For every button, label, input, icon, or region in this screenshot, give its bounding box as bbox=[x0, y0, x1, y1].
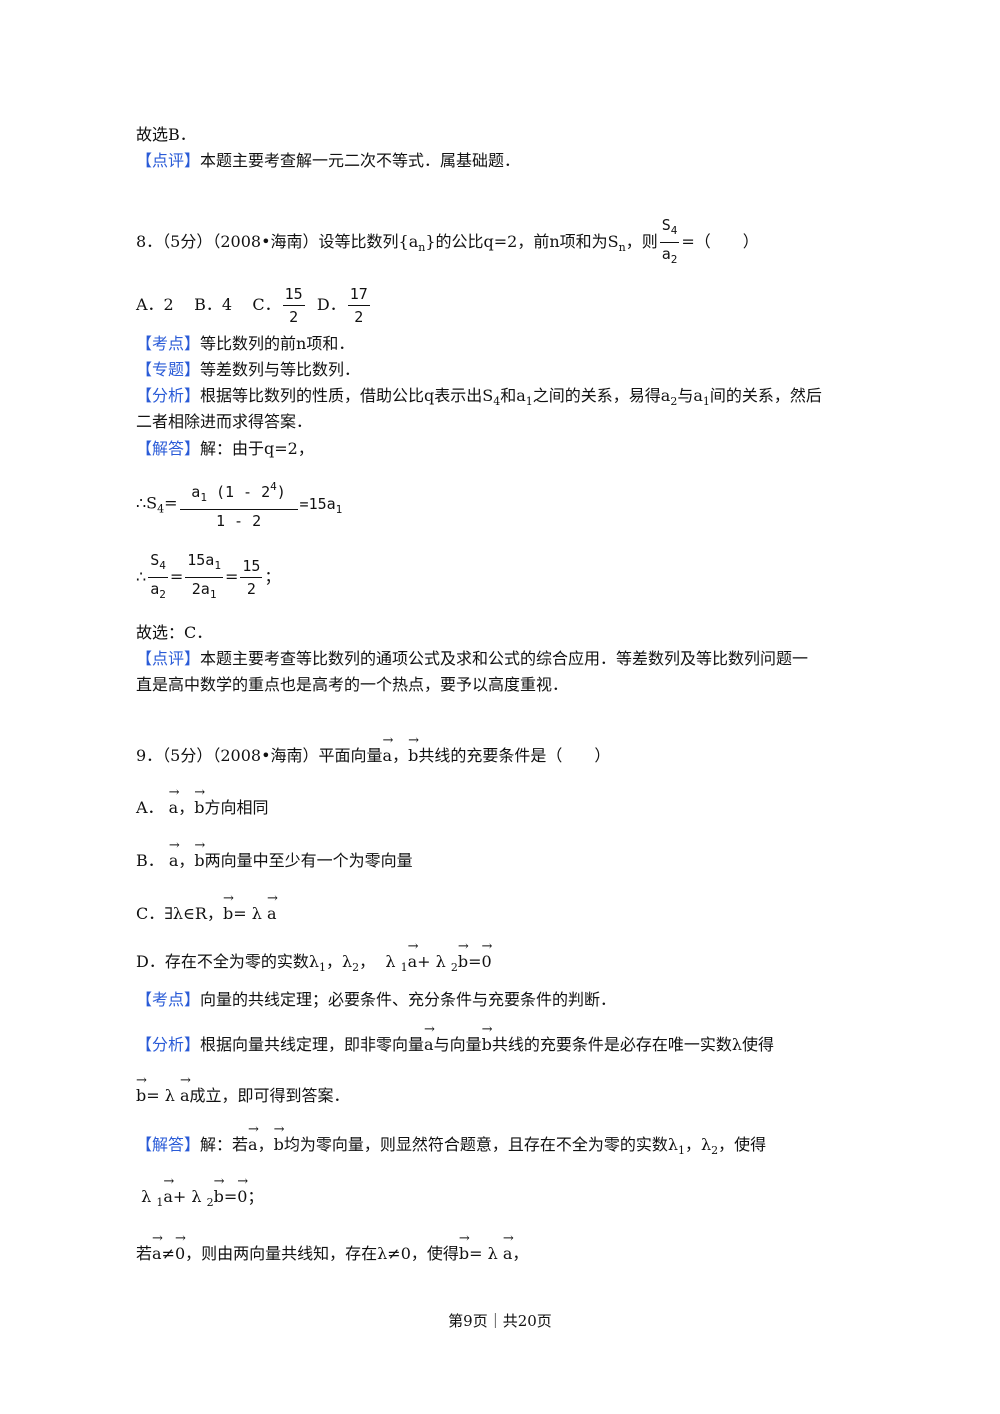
q9-option-d: D．存在不全为零的实数λ1，λ2， λ 1a+ λ 2b=0 bbox=[136, 940, 492, 979]
q8-review: 【点评】本题主要考查等比数列的通项公式及求和公式的综合应用．等差数列及等比数列问… bbox=[136, 649, 809, 668]
q8-fenxi-cont: 二者相除进而求得答案． bbox=[136, 412, 313, 431]
vector-a: a bbox=[383, 734, 393, 764]
q9-option-b: B． a，b两向量中至少有一个为零向量 bbox=[136, 839, 413, 872]
q8-review-cont: 直是高中数学的重点也是高考的一个热点，要予以高度重视． bbox=[136, 675, 569, 694]
q8-option-a: A．2 bbox=[136, 295, 174, 314]
q9-fenxi: 【分析】根据向量共线定理，即非零向量a与向量b共线的充要条件是必存在唯一实数λ使… bbox=[136, 1023, 774, 1056]
q9-jieda: 【解答】解：若a，b均为零向量，则显然符合题意，且存在不全为零的实数λ1，λ2，… bbox=[136, 1123, 766, 1162]
vector-b: b bbox=[408, 734, 419, 764]
review-tag: 【点评】 bbox=[136, 151, 201, 170]
q9-kaodian: 【考点】向量的共线定理；必要条件、充分条件与充要条件的判断． bbox=[136, 990, 617, 1009]
q8-stem: 8．（5分）（2008•海南）设等比数列{an}的公比q=2，前n项和为Sn，则… bbox=[136, 214, 759, 271]
q8-kaodian: 【考点】等比数列的前n项和． bbox=[136, 334, 355, 353]
q9-stem: 9．（5分）（2008•海南）平面向量a，b共线的充要条件是（ ） bbox=[136, 734, 610, 767]
q8-zhuanti: 【专题】等差数列与等比数列． bbox=[136, 360, 361, 379]
prev-review-line: 【点评】本题主要考查解一元二次不等式．属基础题． bbox=[136, 151, 521, 170]
q9-option-a: A． a，b方向相同 bbox=[136, 786, 268, 819]
q8-fenxi: 【分析】根据等比数列的性质，借助公比q表示出S4和a1之间的关系，易得a2与a1… bbox=[136, 386, 822, 408]
q9-jieda-cont: 若a≠0，则由两向量共线知，存在λ≠0，使得b= λ a， bbox=[136, 1232, 528, 1265]
q9-fenxi-cont: b= λ a成立，即可得到答案． bbox=[136, 1074, 350, 1107]
q8-option-b: B．4 bbox=[194, 295, 233, 314]
q9-jieda-eq: λ 1a+ λ 2b=0； bbox=[136, 1175, 263, 1214]
q9-option-c: C．∃λ∈R，b= λ a bbox=[136, 892, 277, 925]
page-footer: 第9页｜共20页 bbox=[448, 1312, 552, 1330]
q8-equation-1: ∴S4=a1 (1 - 24)1 - 2=15a1 bbox=[136, 480, 343, 530]
prev-answer-line: 故选B． bbox=[136, 125, 196, 144]
q8-choose: 故选：C． bbox=[136, 623, 213, 642]
q8-jieda: 【解答】解：由于q=2， bbox=[136, 439, 314, 458]
